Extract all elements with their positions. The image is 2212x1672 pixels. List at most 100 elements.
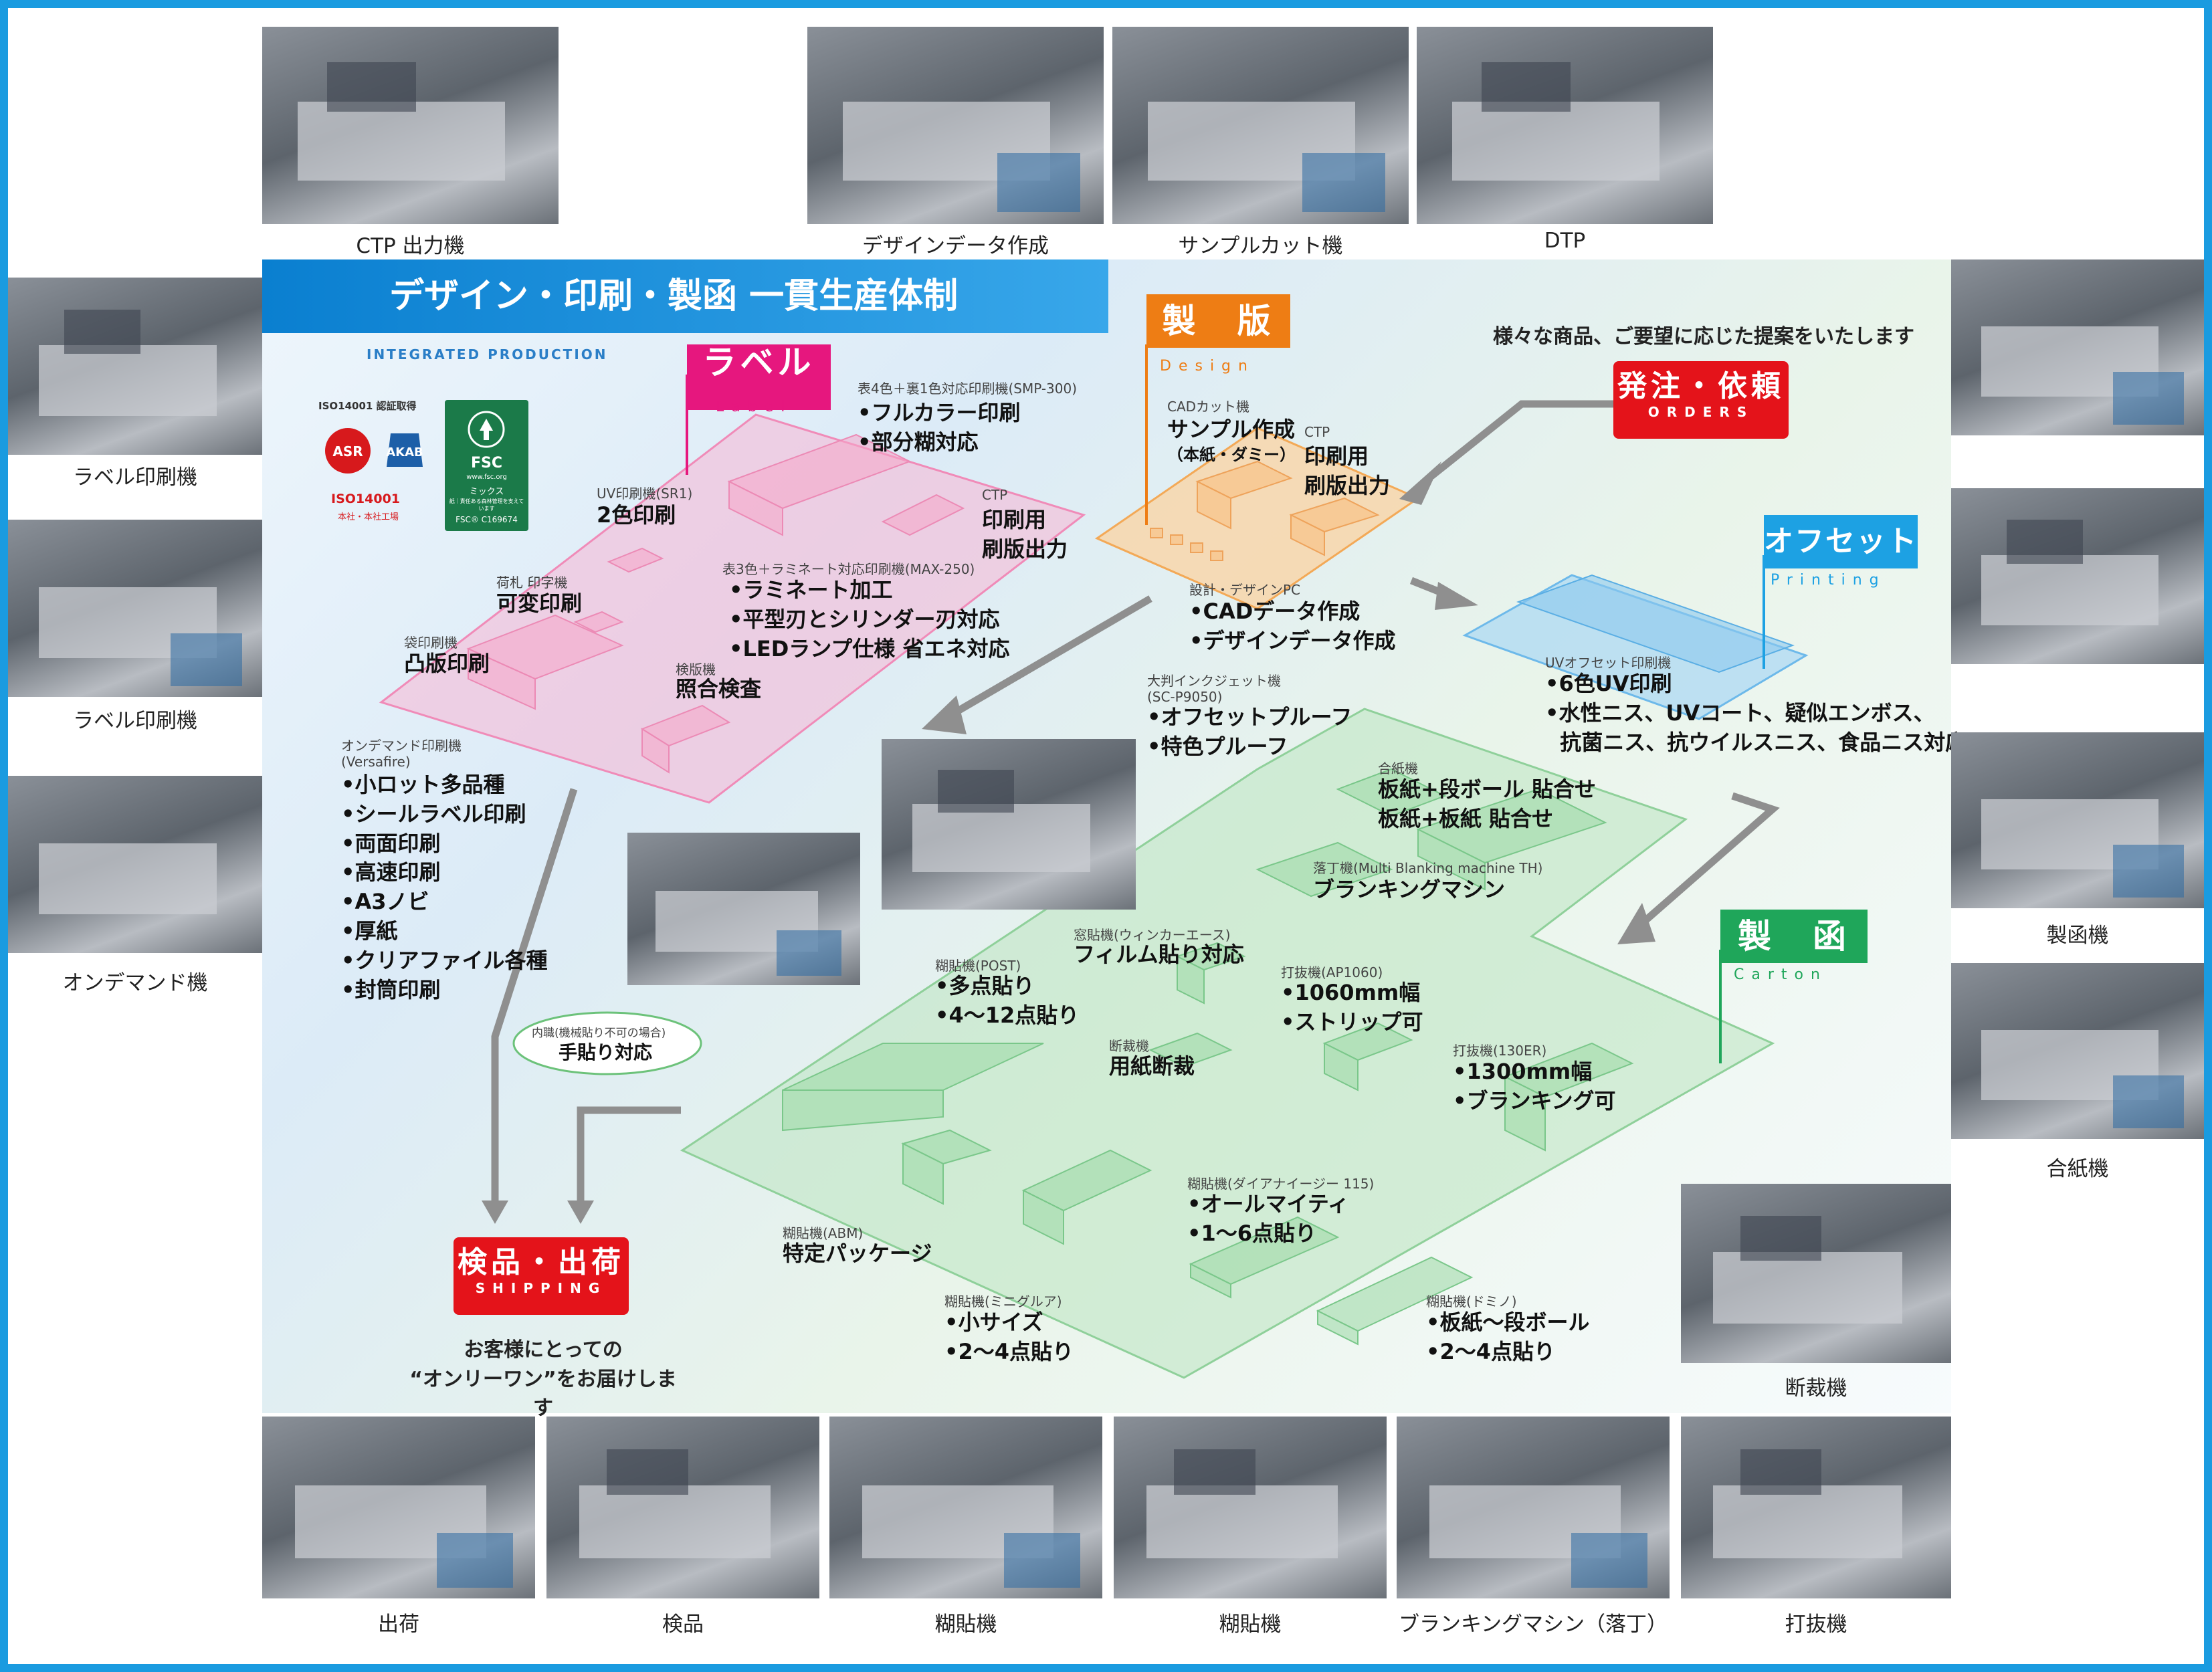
feature: •両面印刷 xyxy=(341,830,441,856)
feature: •小サイズ xyxy=(944,1310,1043,1335)
label-printer-photo xyxy=(8,278,262,455)
machine-name: 打抜機(130ER) xyxy=(1453,1043,1547,1059)
feature: ブランキングマシン xyxy=(1313,877,1506,902)
label-tag: ラベル xyxy=(687,344,831,410)
machine-name: 設計・デザインPC xyxy=(1189,582,1301,598)
machine-features: •小ロット多品種 •シールラベル印刷 •両面印刷 •高速印刷 •A3ノビ •厚紙… xyxy=(341,770,547,1005)
machine-box xyxy=(607,547,664,573)
machine-features: 特定パッケージ xyxy=(783,1239,932,1268)
feature: 手貼り対応 xyxy=(559,1041,653,1063)
feature: •A3ノビ xyxy=(341,889,429,915)
machine-features: サンプル作成 （本紙・ダミー） xyxy=(1167,415,1296,466)
seihan-tag-title: 製 版 xyxy=(1162,302,1275,340)
feature: 印刷用 xyxy=(982,507,1047,532)
offset-tag: オフセット xyxy=(1764,515,1918,568)
feature: 抗菌ニス、抗ウイルスニス、食品ニス対応 xyxy=(1545,730,1967,756)
machine-box xyxy=(1324,1042,1359,1091)
arrowhead xyxy=(1435,582,1478,610)
inkjet-photo xyxy=(882,739,1136,910)
arrowhead xyxy=(567,1200,594,1224)
photo-caption: ラベル印刷機 xyxy=(73,465,197,490)
fsc-logo: FSC www.fsc.org ミックス 紙｜責任ある森林管理を支えています F… xyxy=(445,400,528,531)
machine-box xyxy=(1290,514,1325,556)
machine-name: 合紙機 xyxy=(1378,760,1418,776)
fsc-text: FSC xyxy=(470,455,503,472)
machine-features: フィルム貼り対応 xyxy=(1074,940,1244,969)
machine-name: 表4色＋裏1色対応印刷機(SMP-300) xyxy=(858,381,1078,397)
fsc-code: FSC® C169674 xyxy=(456,515,518,524)
feature: •クリアファイル各種 xyxy=(341,947,548,973)
iso-logo: ASR AKAB xyxy=(325,428,423,474)
photo-caption: CTP 出力機 xyxy=(356,234,465,258)
feature: •ブランキング可 xyxy=(1453,1088,1616,1114)
feature: •板紙～段ボール xyxy=(1426,1310,1590,1335)
die-cutter-photo xyxy=(1681,1417,1951,1598)
machine-features: •板紙～段ボール •2～4点貼り xyxy=(1426,1308,1589,1366)
machine-features: 用紙断裁 xyxy=(1109,1051,1195,1081)
arrowhead xyxy=(922,696,967,734)
photo-caption: 糊貼機 xyxy=(1219,1612,1282,1637)
feature: •1060mm幅 xyxy=(1281,980,1421,1005)
feature: •1～6点貼り xyxy=(1187,1221,1316,1247)
iso-title: ISO14001 認証取得 xyxy=(318,400,417,412)
feature: •シールラベル印刷 xyxy=(341,801,526,827)
machine-box xyxy=(468,647,536,710)
feature: •4～12点貼り xyxy=(935,1003,1080,1029)
feature: •2～4点貼り xyxy=(944,1339,1074,1365)
feature: 照合検査 xyxy=(676,676,762,702)
carton-machine-photo xyxy=(1951,732,2204,908)
photo-caption: 合紙機 xyxy=(2046,1157,2109,1181)
photo-caption: サンプルカット機 xyxy=(1178,234,1343,258)
photo-caption: 検品 xyxy=(662,1612,704,1637)
machine-name: 検版機 xyxy=(676,661,716,677)
shipping-message-line: お客様にとっての xyxy=(464,1338,623,1362)
label-machine-photo xyxy=(627,833,860,985)
machine-name: 落丁機(Multi Blanking machine TH) xyxy=(1313,860,1543,876)
photo-caption: 糊貼機 xyxy=(934,1612,997,1637)
shipping-photo xyxy=(262,1417,535,1598)
machine-features: •オールマイティ •1～6点貼り xyxy=(1187,1189,1349,1248)
machine-name: 糊貼機(ダイアナイージー 115) xyxy=(1187,1176,1375,1192)
label-tag-title: ラベル xyxy=(702,343,815,382)
feature: •封筒印刷 xyxy=(341,976,441,1003)
feature: •小ロット多品種 xyxy=(341,772,505,797)
offset-tag-sub: Printing xyxy=(1771,572,1886,589)
photo-caption: DTP xyxy=(1544,229,1586,253)
feature: •部分糊対応 xyxy=(858,429,979,455)
feature: 特定パッケージ xyxy=(783,1241,932,1266)
machine-features: •フルカラー印刷 •部分糊対応 xyxy=(858,398,1021,457)
machine-name: 糊貼機(POST) xyxy=(935,958,1021,974)
machine-box xyxy=(1190,1263,1231,1299)
machine-box xyxy=(641,728,670,774)
label-printer-photo xyxy=(8,520,262,697)
label-tag-sub: Label xyxy=(716,399,793,415)
orders-tag: 発注・依頼 ORDERS xyxy=(1613,361,1789,439)
feature: •多点貼り xyxy=(935,973,1035,999)
orders-tag-title: 発注・依頼 xyxy=(1617,369,1785,403)
machine-name: 糊貼機(ドミノ) xyxy=(1426,1293,1517,1310)
feature: •デザインデータ作成 xyxy=(1189,628,1396,654)
machine-box xyxy=(1023,1189,1064,1245)
feature: •特色プルーフ xyxy=(1147,734,1288,760)
flow-arrow xyxy=(491,788,578,1204)
feature: •LEDランプ仕様 省エネ対応 xyxy=(729,636,1010,662)
gluer-photo xyxy=(829,1417,1102,1598)
dtp-photo xyxy=(1417,27,1713,224)
machine-name: CTP xyxy=(982,487,1008,503)
machine-box xyxy=(1255,841,1393,898)
inspection-photo xyxy=(546,1417,819,1598)
machine-name: 荷札 印字機 xyxy=(496,574,568,591)
machine-name: 内職(機械貼り不可の場合) xyxy=(532,1027,666,1040)
machine-features: •CADデータ作成 •デザインデータ作成 xyxy=(1189,597,1395,655)
feature: •CADデータ作成 xyxy=(1189,599,1361,624)
machine-features: •ラミネート加工 •平型刃とシリンダー刃対応 •LEDランプ仕様 省エネ対応 xyxy=(729,575,1009,663)
arrowhead xyxy=(1617,903,1655,944)
machine-features: 手貼り対応 xyxy=(559,1040,652,1066)
machine-features: 可変印刷 xyxy=(496,589,582,618)
tree-icon xyxy=(468,411,505,448)
feature: 2色印刷 xyxy=(597,502,676,528)
svg-text:ASR: ASR xyxy=(332,443,363,459)
seihan-tag: 製 版 xyxy=(1146,294,1290,348)
